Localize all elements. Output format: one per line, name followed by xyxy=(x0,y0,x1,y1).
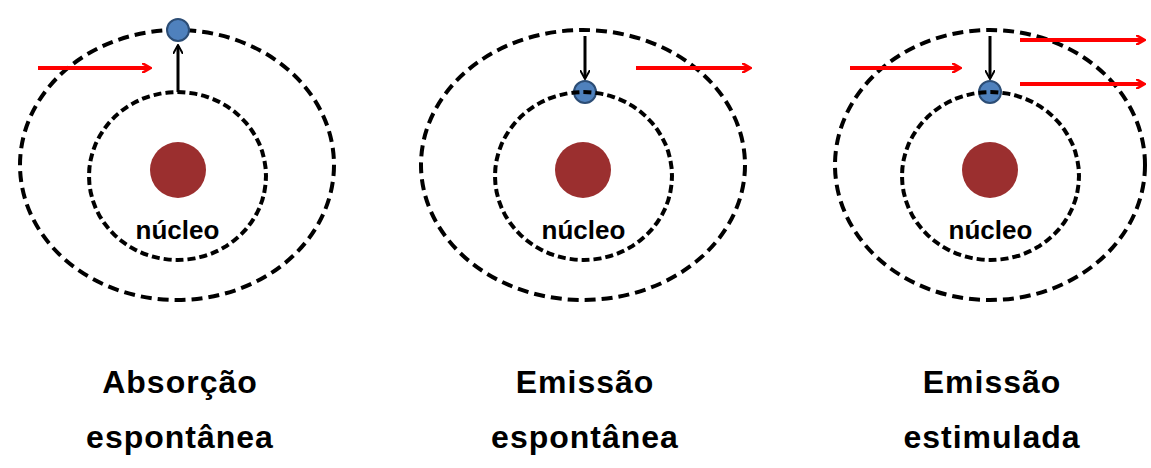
nucleus-label: núcleo xyxy=(904,215,1077,246)
inner-orbit: núcleo xyxy=(900,90,1081,262)
nucleus-label: núcleo xyxy=(497,215,670,246)
process-caption: Absorção espontânea xyxy=(60,355,300,465)
inner-orbit: núcleo xyxy=(493,90,674,262)
nucleus-label: núcleo xyxy=(91,215,264,246)
inner-orbit: núcleo xyxy=(87,90,268,262)
process-caption: Emissão estimulada xyxy=(872,355,1112,465)
process-caption: Emissão espontânea xyxy=(465,355,705,465)
